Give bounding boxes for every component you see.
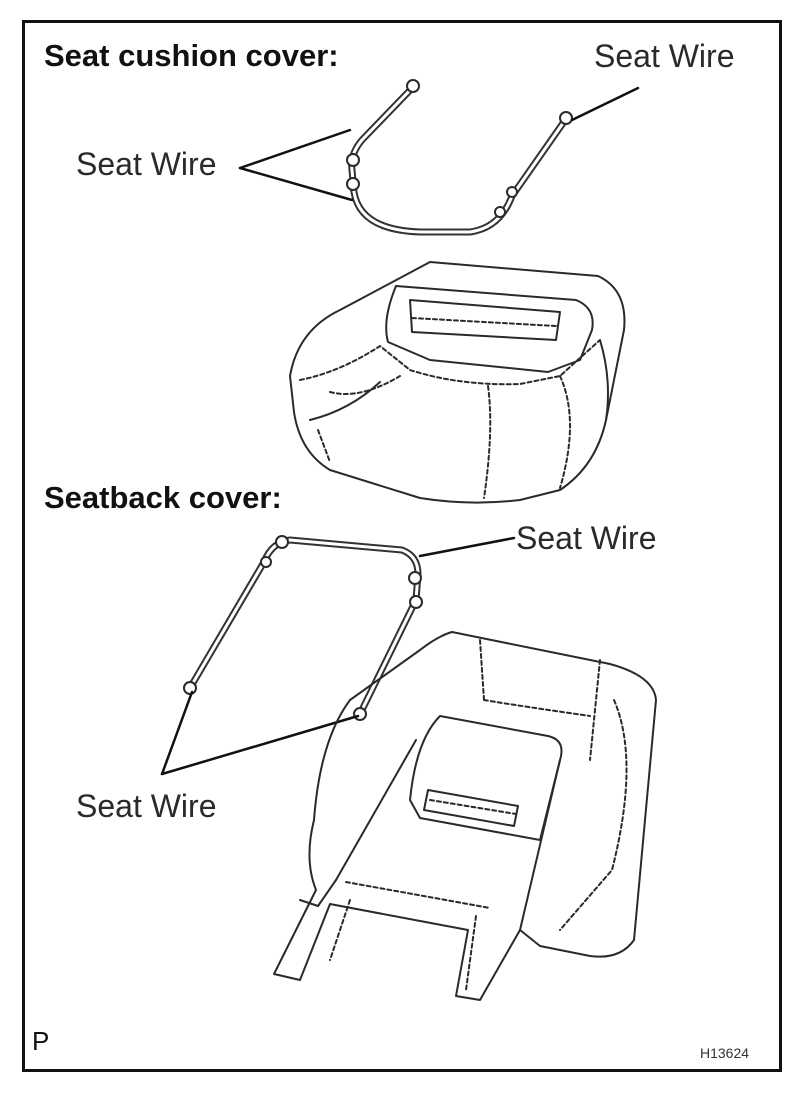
diagram-frame	[22, 20, 782, 1072]
cushion-wire-label-left: Seat Wire	[76, 146, 217, 182]
corner-letter: P	[32, 1026, 50, 1056]
seatback-wire-label-left: Seat Wire	[76, 788, 217, 824]
seatback-heading: Seatback cover:	[44, 480, 282, 515]
seatback-cover	[273, 631, 657, 1001]
figure-code: H13624	[700, 1045, 750, 1061]
cushion-leader-lines	[238, 86, 640, 202]
seat-cushion-cover	[289, 261, 626, 504]
cushion-heading: Seat cushion cover:	[44, 38, 339, 73]
cushion-wire-label-right: Seat Wire	[594, 38, 735, 74]
cushion-seat-wire	[346, 79, 573, 236]
seatback-seat-wire	[183, 535, 423, 721]
seatback-wire-label-right: Seat Wire	[516, 520, 657, 556]
seatback-leader-lines	[160, 536, 516, 776]
